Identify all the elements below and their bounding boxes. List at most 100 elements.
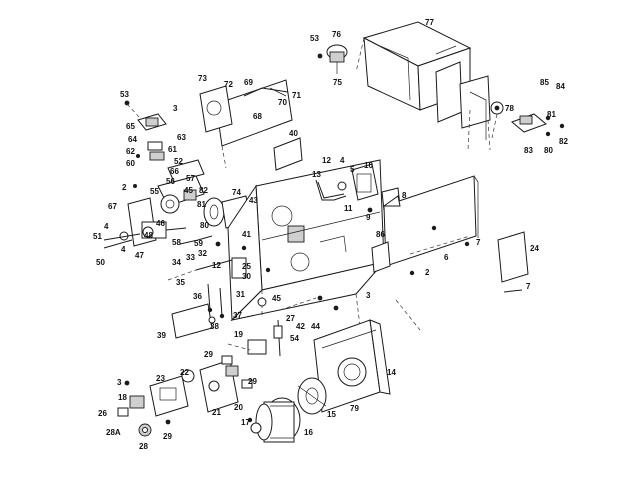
part-76-75	[326, 44, 348, 74]
callout-64: 64	[128, 135, 137, 144]
main-chassis	[227, 159, 386, 322]
callout-62: 62	[126, 147, 135, 156]
callout-59: 59	[194, 239, 203, 248]
callout-69: 69	[244, 78, 253, 87]
callout-4: 4	[340, 156, 345, 165]
callout-4: 4	[104, 222, 109, 231]
part-48-valve	[141, 221, 187, 239]
callout-21: 21	[212, 408, 221, 417]
callout-45: 45	[184, 186, 193, 195]
callout-13: 13	[312, 170, 321, 179]
callout-61: 61	[168, 145, 177, 154]
rear-panel-68	[199, 79, 293, 147]
callout-26: 26	[98, 409, 107, 418]
callout-17: 17	[241, 418, 250, 427]
callout-25: 25	[242, 262, 251, 271]
callout-29: 29	[163, 432, 172, 441]
callout-28A: 28A	[106, 428, 121, 437]
callout-70: 70	[278, 98, 287, 107]
callout-43: 43	[249, 196, 258, 205]
callout-14: 14	[387, 368, 396, 377]
callout-53: 53	[120, 90, 129, 99]
callout-29: 29	[248, 377, 257, 386]
callout-22: 22	[180, 368, 189, 377]
part-86	[371, 241, 391, 273]
part-83	[511, 113, 547, 133]
callout-29: 29	[204, 350, 213, 359]
callout-54: 54	[290, 334, 299, 343]
callout-28: 28	[139, 442, 148, 451]
cabinet-housing	[362, 21, 491, 140]
callout-77: 77	[425, 18, 434, 27]
callout-11: 11	[344, 204, 353, 213]
callout-52: 52	[174, 157, 183, 166]
callout-65: 65	[126, 122, 135, 131]
callout-27: 27	[286, 314, 295, 323]
callout-2: 2	[122, 183, 127, 192]
callout-47: 47	[135, 251, 144, 260]
callout-67: 67	[108, 202, 117, 211]
part-54-probe	[273, 319, 283, 357]
callout-51: 51	[93, 232, 102, 241]
callout-31: 31	[236, 290, 245, 299]
callout-35: 35	[176, 278, 185, 287]
cover-24	[497, 231, 529, 283]
callout-79: 79	[350, 404, 359, 413]
callout-85: 85	[540, 78, 549, 87]
callout-57: 57	[186, 174, 195, 183]
callout-12: 12	[322, 156, 331, 165]
callout-15: 15	[327, 410, 336, 419]
callout-86: 86	[376, 230, 385, 239]
callout-10: 10	[364, 161, 373, 170]
callout-60: 60	[126, 159, 135, 168]
callout-80: 80	[544, 146, 553, 155]
callout-37: 37	[233, 311, 242, 320]
callout-41: 41	[242, 230, 251, 239]
part-10-inducer	[351, 163, 379, 201]
callout-40: 40	[289, 129, 298, 138]
callout-68: 68	[253, 112, 262, 121]
part-28	[138, 423, 152, 437]
callout-73: 73	[198, 74, 207, 83]
callout-44: 44	[311, 322, 320, 331]
callout-80: 80	[200, 221, 209, 230]
callout-53: 53	[310, 34, 319, 43]
callout-71: 71	[292, 91, 301, 100]
callout-56: 56	[166, 177, 175, 186]
callout-76: 76	[332, 30, 341, 39]
callout-82: 82	[199, 186, 208, 195]
callout-38: 38	[210, 322, 219, 331]
callout-82: 82	[559, 137, 568, 146]
callout-8: 8	[402, 191, 407, 200]
part-18	[129, 395, 145, 409]
callout-50: 50	[96, 258, 105, 267]
callout-36: 36	[193, 292, 202, 301]
callout-3: 3	[117, 378, 122, 387]
part-52	[149, 151, 165, 161]
callout-20: 20	[234, 403, 243, 412]
callout-3: 3	[366, 291, 371, 300]
callout-7: 7	[526, 282, 531, 291]
callout-48: 48	[144, 231, 153, 240]
motor-16	[255, 397, 301, 443]
callout-7: 7	[476, 238, 481, 247]
callout-84: 84	[556, 82, 565, 91]
callout-3: 3	[173, 104, 178, 113]
part-78	[490, 101, 504, 115]
callout-58: 58	[172, 238, 181, 247]
callout-81: 81	[197, 200, 206, 209]
part-56-cluster	[157, 159, 205, 214]
callout-63: 63	[177, 133, 186, 142]
part-65	[137, 113, 167, 131]
callout-19: 19	[234, 330, 243, 339]
blower-wheel-15	[297, 377, 327, 415]
callout-83: 83	[524, 146, 533, 155]
callout-34: 34	[172, 258, 181, 267]
callout-72: 72	[224, 80, 233, 89]
callout-5: 5	[350, 165, 355, 174]
callout-2: 2	[425, 268, 430, 277]
callout-23: 23	[156, 374, 165, 383]
plate-23	[149, 375, 189, 417]
